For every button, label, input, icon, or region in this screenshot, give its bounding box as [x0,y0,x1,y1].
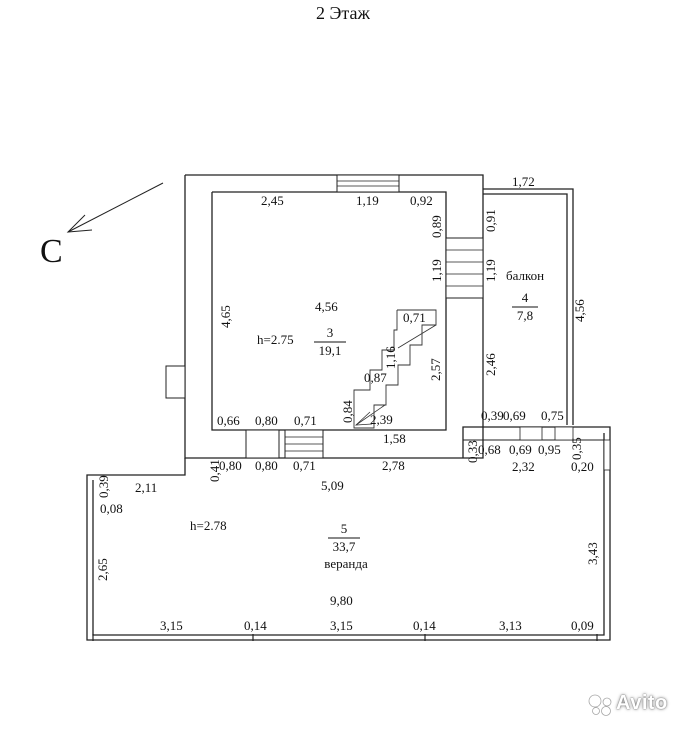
staircase [353,309,437,429]
dim-label: 2,32 [512,459,535,474]
dim-label: 0,69 [503,408,526,423]
dim-label: 1,58 [383,431,406,446]
dim-label: 2,57 [428,358,443,381]
dim-label: 0,14 [413,618,436,633]
dim-label: 0,92 [410,193,433,208]
dim-label: 2,39 [370,412,393,427]
dim-label: 0,71 [294,413,317,428]
plan-title: 2 Этаж [316,3,370,23]
room-3-number: 3 [327,325,334,340]
dim-label: 9,80 [330,593,353,608]
room-3-height: h=2.75 [257,332,294,347]
dim-label: 3,15 [330,618,353,633]
dim-label: 0,68 [478,442,501,457]
room-4-area: 7,8 [517,308,533,323]
dim-label: 3,43 [585,542,600,565]
room-4-name: балкон [506,268,544,283]
watermark-text: Avito [616,692,668,714]
dim-label: 0,66 [217,413,240,428]
north-arrow-icon [66,182,164,233]
dim-label: 4,65 [218,305,233,328]
dim-label: 5,09 [321,478,344,493]
room-3-walls [165,174,484,459]
dim-label: 1,19 [356,193,379,208]
dim-label: 2,46 [483,353,498,376]
room-5-number: 5 [341,521,348,536]
dim-label: 0,69 [509,442,532,457]
dim-label: 1,19 [483,259,498,282]
dim-label: 2,78 [382,458,405,473]
room-5-area: 33,7 [333,539,356,554]
compass-label: С [40,233,63,270]
room-3-area: 19,1 [319,343,342,358]
dim-label: 0,80 [219,458,242,473]
dim-label: 1,16 [383,346,398,369]
dim-label: 0,89 [429,215,444,238]
dim-label: 0,09 [571,618,594,633]
dim-label: 1,19 [429,259,444,282]
dim-label: 0,08 [100,501,123,516]
veranda-walls [86,426,611,641]
dim-label: 1,72 [512,174,535,189]
dim-label: 0,75 [541,408,564,423]
dim-label: 0,84 [340,400,355,423]
dim-label: 0,71 [293,458,316,473]
balcony-walls [483,188,574,425]
dim-label: 0,35 [569,437,584,460]
dim-label: 0,80 [255,413,278,428]
dim-label: 0,71 [403,310,426,325]
room-4-number: 4 [522,290,529,305]
dim-label: 0,14 [244,618,267,633]
dim-label: 4,56 [315,299,338,314]
avito-watermark: Avito [588,692,688,716]
dim-label: 0,91 [483,209,498,232]
room-5-name: веранда [324,556,368,571]
dim-label: 2,45 [261,193,284,208]
dim-label: 0,33 [465,440,480,463]
dim-label: 0,20 [571,459,594,474]
room-5-height: h=2.78 [190,518,227,533]
dim-label: 2,11 [135,480,157,495]
avito-logo-icon [588,694,612,716]
dim-label: 0,95 [538,442,561,457]
dim-label: 2,65 [95,558,110,581]
dim-label: 0,80 [255,458,278,473]
dim-label: 4,56 [572,299,587,322]
dim-label: 0,39 [96,475,111,498]
dim-label: 3,15 [160,618,183,633]
dim-label: 0,41 [207,459,222,482]
dim-label: 0,39 [481,408,504,423]
dim-label: 3,13 [499,618,522,633]
dim-label: 0,87 [364,370,387,385]
